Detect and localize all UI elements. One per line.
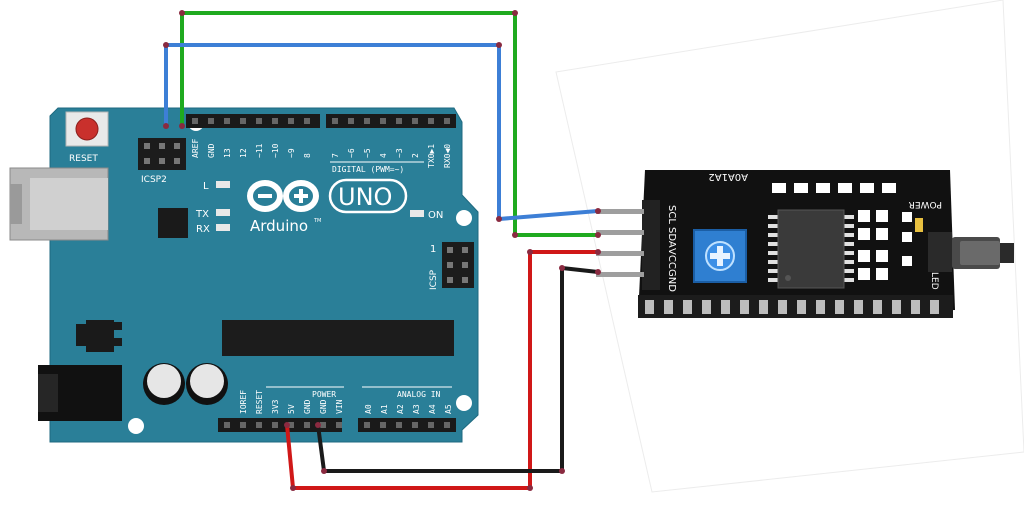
analog-header — [358, 418, 456, 432]
pin-6: ~6 — [347, 148, 356, 158]
lcd-pin-vcc: VCC — [666, 248, 677, 269]
usb-connector — [9, 167, 109, 241]
dc-power-jack — [38, 365, 122, 421]
capacitor-1 — [143, 363, 185, 405]
led-l-label: L — [203, 181, 209, 192]
digital-pin-labels: AREF GND 13 12 ~11 ~10 ~9 8 7 ~6 ~5 4 ~3… — [191, 139, 452, 168]
pin-a2: A2 — [396, 404, 405, 414]
pin-vin: VIN — [335, 399, 344, 414]
pin-a0: A0 — [364, 404, 373, 414]
pin-3: ~3 — [395, 148, 404, 158]
analog-label: ANALOG IN — [397, 390, 441, 399]
pin-a5: A5 — [444, 404, 453, 414]
arduino-uno-board: RESET ICSP2 L TX RX ON — [9, 107, 479, 443]
pin-13: 13 — [223, 148, 232, 158]
pin-5v: 5V — [287, 404, 296, 414]
pcf8574-chip — [768, 209, 854, 289]
pin-10: ~10 — [271, 143, 280, 158]
lcd-pin-gnd: GND — [666, 269, 677, 292]
backlight-jumper — [928, 232, 1014, 272]
led-rx-label: RX — [196, 224, 210, 235]
contrast-potentiometer — [693, 229, 747, 283]
uno-text: UNO — [338, 183, 392, 211]
icsp2-header — [138, 138, 186, 170]
power-header — [218, 418, 342, 432]
pin-2: 2 — [411, 153, 420, 158]
reset-button — [65, 111, 109, 147]
pin-rx: RX0◀0 — [443, 144, 452, 168]
pin-aref: AREF — [191, 139, 200, 158]
pin-5: ~5 — [363, 148, 372, 158]
digital-label: DIGITAL (PWM=~) — [332, 165, 404, 174]
icsp-label: ICSP — [429, 269, 439, 290]
usb-interface-chip — [158, 208, 188, 238]
pin-11: ~11 — [255, 143, 264, 158]
pin-a4: A4 — [428, 404, 437, 414]
voltage-regulator — [76, 320, 122, 352]
pin-3v3: 3V3 — [271, 399, 280, 414]
i2c-lcd-module: SCL SDA VCC GND A0A1A2 — [596, 170, 1014, 318]
trademark: TM — [313, 218, 321, 224]
pin-gnd-2: GND — [319, 399, 328, 414]
pin-tx: TX0▶1 — [427, 144, 436, 168]
pin-gnd-1: GND — [303, 399, 312, 414]
uno-badge — [328, 178, 408, 214]
pin-ioref: IOREF — [239, 390, 248, 414]
microcontroller — [222, 320, 454, 356]
pin-gnd-top: GND — [207, 143, 216, 158]
pin-reset: RESET — [255, 390, 264, 414]
arduino-logo — [247, 180, 319, 212]
wires — [163, 10, 601, 491]
pin-a3: A3 — [412, 404, 421, 414]
reset-label: RESET — [69, 154, 98, 164]
icsp-header — [442, 242, 474, 288]
arduino-logo-text: Arduino — [250, 217, 308, 235]
capacitor-2 — [186, 363, 228, 405]
pin-12: 12 — [239, 148, 248, 158]
icsp-pin1-label: 1 — [430, 244, 436, 255]
pin-7: 7 — [331, 153, 340, 158]
lcd-pin-scl: SCL — [666, 205, 677, 224]
power-label: POWER — [312, 390, 336, 399]
led-on-label: ON — [428, 210, 443, 221]
pin-4: 4 — [379, 153, 388, 158]
lcd-pin-sda: SDA — [666, 227, 677, 248]
pin-9: ~9 — [287, 148, 296, 158]
backlight-led-label: LED — [929, 272, 939, 290]
digital-header — [186, 114, 456, 128]
address-jumper-label: A0A1A2 — [708, 171, 748, 182]
module-power-label: POWER — [909, 199, 942, 209]
pin-a1: A1 — [380, 404, 389, 414]
led-tx-label: TX — [195, 209, 209, 220]
icsp2-label: ICSP2 — [141, 175, 167, 185]
pin-8: 8 — [303, 153, 312, 158]
